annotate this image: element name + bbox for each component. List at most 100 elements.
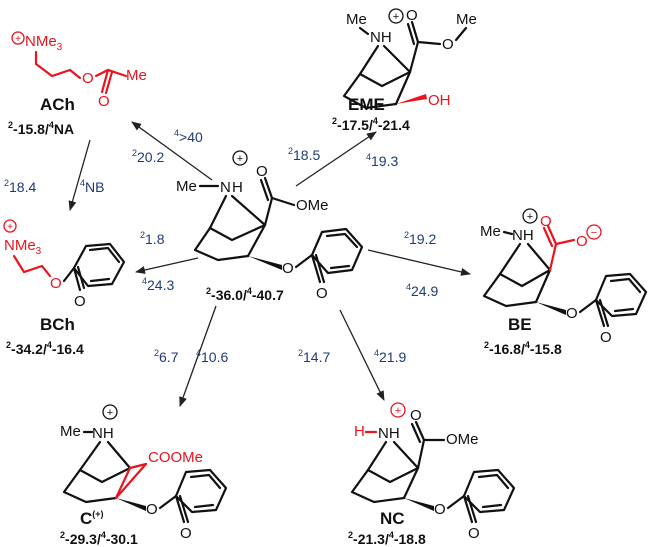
carbonyl-bond (414, 420, 426, 442)
arrow-to-bch (135, 257, 199, 274)
eme-energy: 2-17.5/4-21.4 (332, 116, 410, 133)
plus-charge-icon (3, 219, 17, 233)
chain-bond (34, 50, 82, 80)
wedge-bond (248, 256, 282, 270)
be-nh-label: NH (512, 227, 534, 244)
carbonyl-bond (462, 494, 474, 524)
charge-plus-label: + (527, 211, 533, 223)
oxygen-label: O (576, 233, 588, 250)
ring-bond (78, 466, 132, 484)
ring-bond (358, 70, 412, 88)
bond (554, 238, 576, 246)
charge-plus-label: + (393, 11, 399, 23)
c-plus-structure: Me + NH COOMe O O (60, 404, 228, 542)
arrow-to-eme (295, 131, 377, 187)
barrier-to-c-4: 410.6 (196, 348, 228, 365)
bond (578, 298, 598, 314)
c-nh-label: NH (92, 425, 114, 442)
carbonyl-bond (100, 68, 110, 94)
oxygen-label: O (442, 36, 454, 53)
benzene-ring (594, 272, 648, 318)
bond (230, 194, 267, 227)
oxygen-label: O (406, 7, 418, 24)
oxygen-label: O (180, 525, 192, 542)
ester-label: COOMe (148, 449, 203, 466)
barrier-to-be-2: 219.2 (404, 230, 436, 247)
wedge-bond (116, 498, 146, 511)
barrier-to-nc-2: 214.7 (298, 348, 330, 365)
methyl-label: Me (60, 423, 81, 440)
oxygen-label: O (434, 501, 446, 518)
benzene-ring (72, 242, 126, 288)
oxygen-label: O (82, 70, 94, 87)
arrow-to-nc (339, 309, 385, 401)
plus-charge-icon (388, 8, 404, 24)
bch-energy: 2-34.2/4-16.4 (6, 340, 84, 357)
arrow-to-ach (131, 121, 213, 181)
methyl-label: Me (126, 67, 147, 84)
bond (106, 440, 132, 470)
oxygen-label: O (468, 525, 480, 542)
carbonyl-bond (542, 226, 554, 248)
ring-bond (482, 272, 538, 308)
bond (406, 22, 416, 46)
aromatic-bond (88, 246, 121, 264)
barrier-to-nc-4: 421.9 (374, 348, 406, 365)
hydroxyl-label: OH (428, 92, 451, 109)
hydrogen-label: H (232, 179, 243, 196)
bch-structure: + NMe3 O O (3, 219, 126, 310)
carbonyl-bond (594, 298, 606, 328)
aromatic-bond (329, 264, 351, 270)
nc-energy: 2-21.3/4-18.8 (348, 530, 426, 547)
ring-bond (366, 466, 420, 484)
plus-charge-icon (390, 402, 406, 418)
carbonyl-bond (410, 422, 422, 444)
aromatic-bond (193, 503, 215, 509)
aromatic-bond (89, 277, 111, 283)
aromatic-bond (477, 473, 510, 490)
methoxy-label: OMe (296, 197, 329, 214)
bond (259, 178, 270, 202)
plus-charge-icon (522, 208, 538, 224)
benzene-ring (174, 468, 228, 514)
bch-name: BCh (40, 315, 75, 334)
bond (498, 242, 522, 276)
carbonyl-bond (72, 266, 82, 292)
plus-charge-icon (232, 150, 248, 166)
bond (158, 494, 178, 510)
barrier-to-eme-4: 419.3 (366, 152, 398, 169)
methyl-label: Me (480, 223, 501, 240)
wedge-bond (404, 498, 434, 511)
aromatic-bond (609, 277, 642, 294)
oxygen-label: O (256, 163, 268, 180)
wedge-bond (396, 94, 427, 104)
oxygen-label: O (600, 329, 612, 346)
ring-bond (342, 72, 398, 110)
methyl-label: Me (346, 11, 367, 28)
bond (358, 26, 370, 36)
oxygen-label: O (50, 275, 62, 292)
bond (526, 242, 552, 272)
barrier-to-be-4: 424.9 (406, 282, 438, 299)
minus-charge-icon (586, 224, 602, 240)
nc-name: NC (380, 509, 405, 528)
bond (128, 462, 148, 470)
plus-charge-icon (11, 31, 25, 45)
methyl-label: Me (176, 178, 197, 195)
aromatic-bond (613, 307, 635, 313)
oxygen-label: O (566, 305, 578, 322)
oxygen-label: O (410, 407, 422, 424)
bond (62, 266, 76, 283)
ach-name: ACh (40, 95, 75, 114)
barrier-to-ach-2: 220.2 (132, 148, 164, 165)
barrier-to-ach-4: 4>40 (174, 128, 203, 145)
benzene-ring (462, 468, 516, 514)
bond (270, 196, 296, 207)
benzene-ring (310, 227, 364, 275)
arrow-ach-to-bch (68, 139, 91, 211)
oxygen-label: O (540, 213, 552, 230)
arrow-to-c (179, 305, 217, 407)
methoxy-label: OMe (446, 431, 479, 448)
ring-bond (350, 468, 406, 504)
carbonyl-bond (546, 224, 558, 246)
